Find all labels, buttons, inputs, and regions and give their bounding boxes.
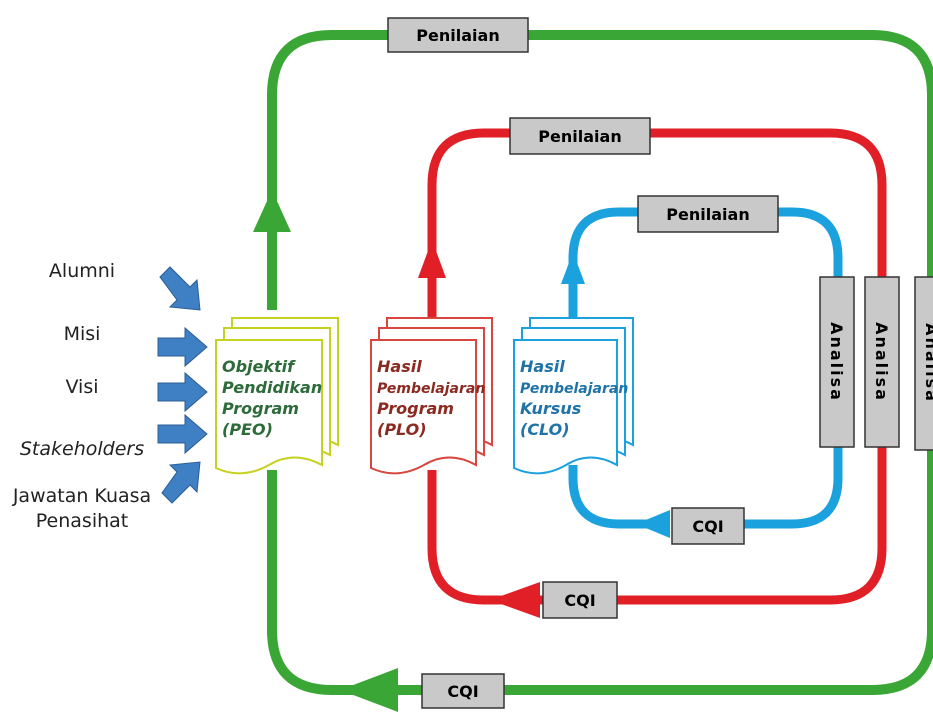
peo-line-4: (PEO) (222, 420, 273, 439)
inner-penilaian-label: Penilaian (666, 205, 749, 224)
clo-line-1: Hasil (520, 357, 565, 376)
stakeholders-arrow-icon (157, 413, 208, 455)
outer-loop: Penilaian Analisa CQI (253, 17, 933, 712)
visi-arrow-icon (157, 371, 208, 413)
middle-cqi-box: CQI (542, 581, 618, 619)
clo-line-4: (CLO) (520, 420, 570, 439)
input-label-alumni: Alumni (49, 260, 115, 282)
inner-penilaian-box: Penilaian (637, 195, 779, 233)
inner-loop-line (568, 207, 843, 529)
jawatan-kuasa-arrow-icon (161, 461, 201, 504)
inner-cqi-label: CQI (692, 517, 723, 536)
clo-document-stack: Hasil Pembelajaran Kursus (CLO) (513, 317, 634, 475)
middle-analisa-box: Analisa (864, 276, 900, 448)
inner-cqi-box: CQI (671, 507, 745, 545)
peo-line-1: Objektif (222, 357, 296, 376)
plo-line-1: Hasil (377, 357, 422, 376)
inner-analisa-box: Analisa (819, 276, 855, 448)
input-label-visi: Visi (65, 376, 98, 398)
peo-line-3: Program (222, 399, 299, 418)
outer-loop-line-lower (267, 470, 400, 695)
plo-line-4: (PLO) (377, 420, 427, 439)
outer-penilaian-box: Penilaian (387, 17, 529, 53)
plo-document-stack: Hasil Pembelajaran Program (PLO) (370, 317, 493, 475)
input-labels: Alumni Misi Visi Stakeholders Jawatan Ku… (12, 260, 151, 532)
middle-up-arrowhead (418, 240, 446, 278)
inner-analisa-label: Analisa (827, 322, 846, 402)
input-arrows (157, 266, 208, 504)
input-label-jawatan-kuasa: Jawatan Kuasa (12, 485, 151, 507)
outer-penilaian-label: Penilaian (416, 26, 499, 45)
middle-penilaian-label: Penilaian (538, 127, 621, 146)
outer-loop-line (267, 30, 933, 695)
inner-up-arrowhead (561, 252, 585, 284)
middle-loop-line-lower (427, 470, 520, 605)
input-label-misi: Misi (64, 323, 101, 345)
peo-line-2: Pendidikan (222, 378, 322, 397)
middle-cqi-label: CQI (564, 591, 595, 610)
outer-up-arrowhead (253, 190, 291, 232)
clo-line-2: Pembelajaran (520, 381, 628, 397)
outer-cqi-box: CQI (421, 673, 505, 709)
outer-analisa-label: Analisa (922, 323, 933, 403)
middle-left-arrowhead (490, 582, 540, 618)
middle-penilaian-box: Penilaian (509, 117, 651, 155)
input-label-stakeholders: Stakeholders (20, 438, 144, 460)
inner-loop-line-lower (568, 465, 650, 529)
middle-analisa-label: Analisa (872, 322, 891, 402)
plo-line-3: Program (377, 399, 454, 418)
inner-loop: Penilaian Analisa CQI (561, 195, 855, 545)
inner-left-arrowhead (636, 510, 670, 538)
outer-left-arrowhead (340, 668, 398, 712)
outer-cqi-label: CQI (447, 682, 478, 701)
peo-document-stack: Objektif Pendidikan Program (PEO) (215, 317, 339, 475)
input-label-penasihat: Penasihat (36, 510, 128, 532)
middle-loop-line (427, 128, 887, 605)
plo-line-2: Pembelajaran (377, 381, 485, 397)
alumni-arrow-icon (159, 266, 201, 311)
clo-line-3: Kursus (520, 399, 581, 418)
outer-analisa-box: Analisa (914, 276, 933, 451)
middle-loop: Penilaian Analisa CQI (418, 117, 900, 619)
misi-arrow-icon (157, 326, 208, 368)
